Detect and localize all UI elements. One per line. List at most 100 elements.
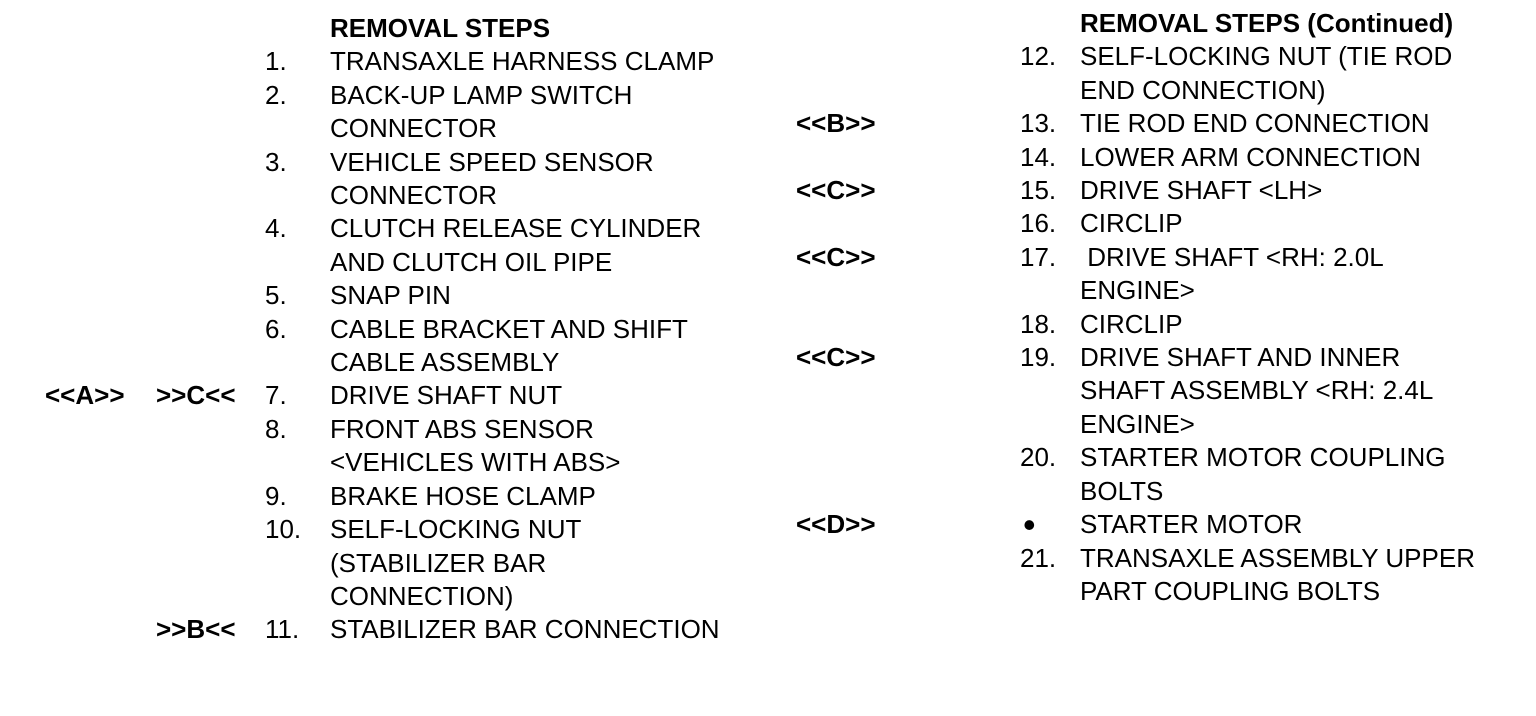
step-number: 12. [1020, 41, 1057, 72]
step-text-line: BRAKE HOSE CLAMP [330, 480, 596, 511]
step-marker: >>B<< [156, 614, 236, 645]
step-item: <<A>> >>C<< 7. DRIVE SHAFT NUT [45, 379, 720, 412]
step-text: TIE ROD END CONNECTION [1080, 107, 1475, 140]
step-text-line: CABLE BRACKET AND SHIFT [330, 313, 688, 344]
step-marker: <<A>> [45, 380, 125, 411]
step-number: 8. [265, 413, 287, 444]
step-item: 16. CIRCLIP [1020, 207, 1475, 240]
step-text-line: BACK-UP LAMP SWITCH [330, 79, 633, 110]
step-text: CIRCLIP [1080, 207, 1475, 240]
step-text-line: VEHICLE SPEED SENSOR [330, 146, 654, 177]
step-text-line: STABILIZER BAR CONNECTION [330, 614, 720, 645]
step-text-line: END CONNECTION) [1080, 74, 1326, 105]
step-text: BRAKE HOSE CLAMP [330, 480, 720, 513]
step-text-line: CIRCLIP [1080, 208, 1183, 239]
step-item: 9. BRAKE HOSE CLAMP [265, 480, 720, 513]
step-text-line: DRIVE SHAFT AND INNER [1080, 342, 1401, 373]
step-text-line: SHAFT ASSEMBLY <RH: 2.4L [1080, 375, 1434, 406]
step-text-line: DRIVE SHAFT <RH: 2.0L [1080, 241, 1384, 272]
step-text-line: CONNECTOR [330, 180, 498, 211]
step-marker: <<C>> [796, 175, 876, 206]
left-steps-list: 1. TRANSAXLE HARNESS CLAMP 2. BACK-UP LAMP … [45, 45, 720, 646]
step-number: 7. [265, 380, 287, 411]
step-number: 3. [265, 146, 287, 177]
step-text-line: DRIVE SHAFT NUT [330, 380, 563, 411]
step-number: 10. [265, 514, 302, 545]
step-number: 16. [1020, 208, 1057, 239]
step-text-line: CONNECTOR [330, 113, 498, 144]
step-item: 8. FRONT ABS SENSOR<VEHICLES WITH ABS> [265, 413, 720, 480]
step-item: <<D>> • STARTER MOTOR [796, 504, 1475, 546]
step-text-line: PART COUPLING BOLTS [1080, 575, 1381, 606]
step-text-line: ENGINE> [1080, 408, 1195, 439]
step-item: 18.CIRCLIP [1020, 308, 1475, 341]
step-number: 20. [1020, 442, 1057, 473]
step-text-line: CABLE ASSEMBLY [330, 347, 560, 378]
step-number: 9. [265, 480, 287, 511]
step-number: 19. [1020, 342, 1057, 373]
step-item: 14.LOWER ARM CONNECTION [1020, 141, 1475, 174]
step-number: 4. [265, 213, 287, 244]
step-text-line: LOWER ARM CONNECTION [1080, 141, 1421, 172]
step-number: 2. [265, 79, 287, 110]
step-item: <<B>> 13. TIE ROD END CONNECTION [796, 107, 1475, 140]
step-text-line: CONNECTION) [330, 580, 514, 611]
step-text-line: SELF-LOCKING NUT [330, 514, 582, 545]
step-text-line: (STABILIZER BAR [330, 547, 547, 578]
step-item: <<C>> 15. DRIVE SHAFT <LH> [796, 174, 1475, 207]
step-marker: <<D>> [796, 509, 876, 540]
step-text: SNAP PIN [330, 279, 720, 312]
step-number: 5. [265, 280, 287, 311]
step-number: 15. [1020, 175, 1057, 206]
step-text-line: STARTER MOTOR COUPLING [1080, 442, 1446, 473]
step-text-line: CIRCLIP [1080, 308, 1183, 339]
step-number: 13. [1020, 108, 1057, 139]
step-text-line: FRONT ABS SENSOR [330, 413, 594, 444]
step-item: 1. TRANSAXLE HARNESS CLAMP [265, 45, 720, 78]
step-text-line: TRANSAXLE HARNESS CLAMP [330, 46, 715, 77]
step-marker: >>C<< [156, 380, 236, 411]
step-item: >>B<< 11. STABILIZER BAR CONNECTION [156, 613, 720, 646]
step-number: 17. [1020, 241, 1057, 272]
step-number: 6. [265, 313, 287, 344]
bullet-dot: • [1023, 504, 1036, 546]
removal-steps-right-column: REMOVAL STEPS (Continued) 12. SELF-LOCKIN… [796, 7, 1475, 609]
step-text-line: SELF-LOCKING NUT (TIE ROD [1080, 41, 1453, 72]
step-number: 11. [265, 614, 300, 645]
step-text: LOWER ARM CONNECTION [1080, 141, 1475, 174]
step-text-line: TIE ROD END CONNECTION [1080, 108, 1430, 139]
right-column-header: REMOVAL STEPS (Continued) [1080, 8, 1454, 38]
step-text-line: <VEHICLES WITH ABS> [330, 447, 621, 478]
step-text-line: SNAP PIN [330, 280, 451, 311]
step-text-line: ENGINE> [1080, 275, 1195, 306]
step-text-line: DRIVE SHAFT <LH> [1080, 175, 1323, 206]
step-text: TRANSAXLE HARNESS CLAMP [330, 45, 720, 78]
step-text-line: STARTER MOTOR [1080, 509, 1303, 540]
step-number: 1. [265, 46, 287, 77]
step-text: DRIVE SHAFT <LH> [1080, 174, 1475, 207]
step-text: FRONT ABS SENSOR<VEHICLES WITH ABS> [330, 413, 720, 480]
step-marker: <<B>> [796, 108, 876, 139]
step-text-line: BOLTS [1080, 475, 1164, 506]
step-text-line: CLUTCH RELEASE CYLINDER [330, 213, 702, 244]
step-marker: <<C>> [796, 342, 876, 373]
